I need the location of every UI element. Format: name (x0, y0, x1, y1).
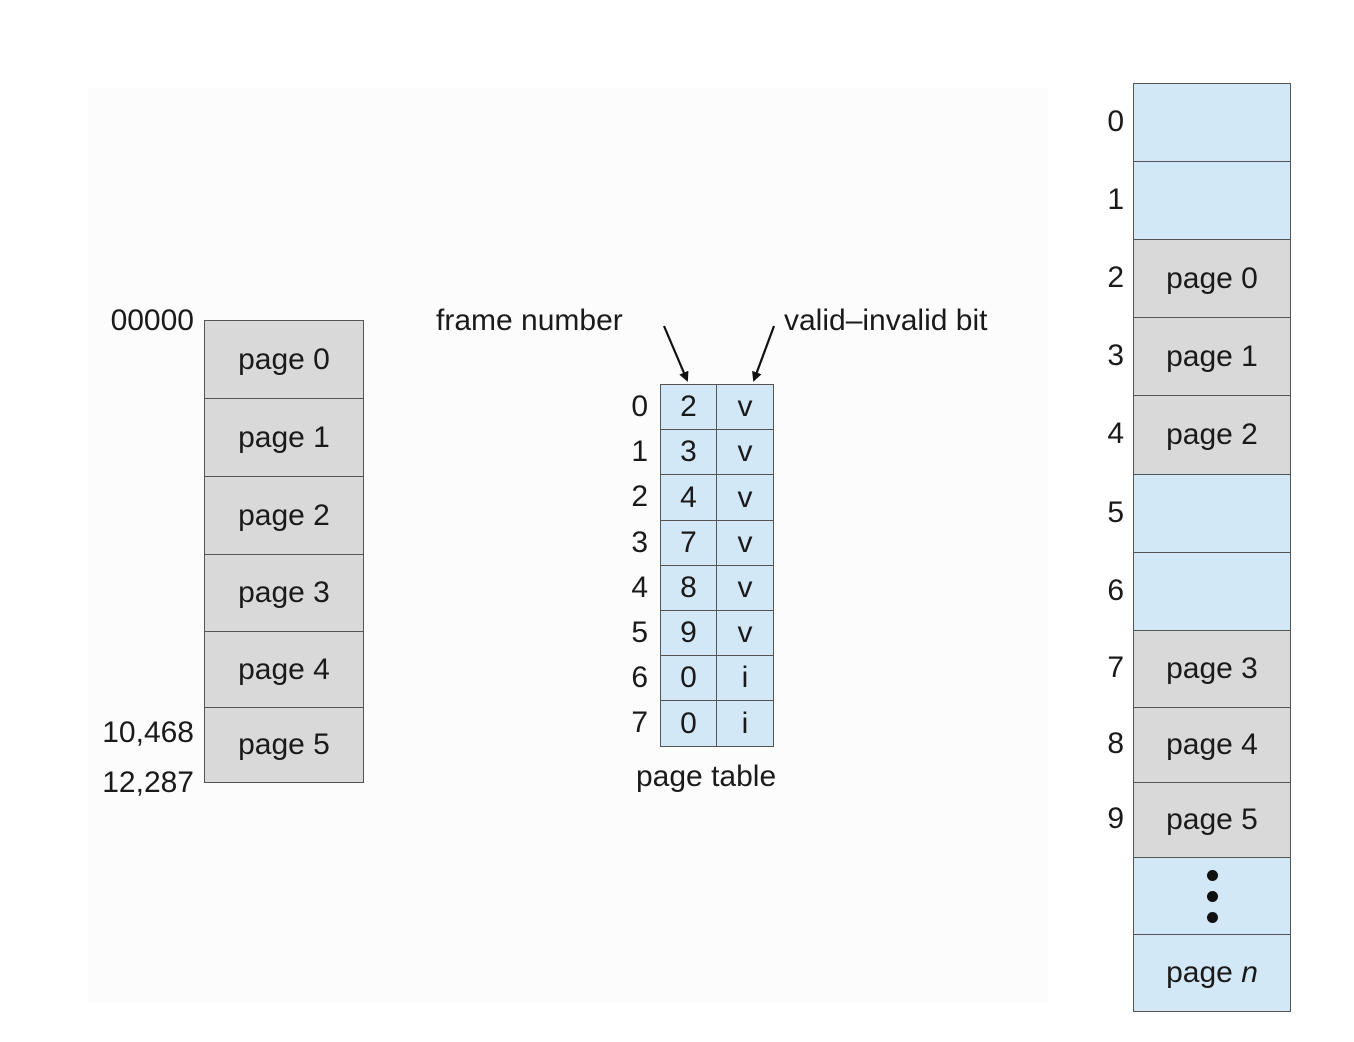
physical-frame-occupied: page 3 (1133, 630, 1291, 708)
physical-frame-label: page 4 (1166, 728, 1258, 761)
page-n-variable: n (1241, 956, 1258, 989)
physical-frame-occupied: page 4 (1133, 707, 1291, 783)
logical-page-label: page 3 (238, 576, 330, 609)
frame-number-cell: 9 (660, 610, 717, 656)
address-start: 00000 (110, 304, 194, 337)
frame-number-value: 8 (680, 571, 697, 604)
frame-number-cell: 0 (660, 700, 717, 747)
logical-page-0: page 0 (204, 320, 364, 399)
physical-frame-page-n: page n (1133, 934, 1291, 1012)
frame-number-value: 0 (680, 661, 697, 694)
page-table-index: 6 (631, 661, 648, 694)
page-table-index: 2 (631, 480, 648, 513)
valid-bit-cell: v (716, 520, 774, 566)
frame-number-value: 0 (680, 706, 697, 740)
address-end: 12,287 (102, 766, 194, 799)
logical-page-label: page 2 (238, 498, 330, 532)
physical-frame-label: page 3 (1166, 652, 1258, 685)
physical-frame-free (1133, 161, 1291, 240)
frame-number-cell: 0 (660, 655, 717, 701)
frame-number-value: 4 (680, 480, 697, 514)
frame-number-cell: 2 (660, 384, 717, 430)
frame-index: 9 (1107, 802, 1124, 835)
frame-index: 0 (1107, 105, 1124, 138)
ellipsis-dot (1206, 890, 1218, 902)
logical-page-label: page 4 (238, 652, 330, 686)
logical-page-1: page 1 (204, 398, 364, 477)
valid-bit-value: v (737, 526, 753, 559)
frame-index: 2 (1107, 261, 1124, 294)
page-table-index: 7 (631, 706, 648, 739)
frame-number-cell: 3 (660, 429, 717, 475)
valid-bit-value: v (737, 435, 753, 468)
physical-frame-occupied: page 0 (1133, 239, 1291, 318)
valid-bit-value: v (737, 390, 753, 423)
page-n-prefix: page (1166, 956, 1242, 989)
frame-number-arrow (662, 325, 689, 382)
frame-index: 6 (1107, 574, 1124, 607)
valid-bit-cell: v (716, 384, 774, 430)
valid-bit-cell: v (716, 429, 774, 475)
valid-bit-arrow (752, 325, 776, 382)
page-table-index: 3 (631, 526, 648, 559)
valid-bit-value: v (737, 571, 753, 604)
frame-index: 7 (1107, 651, 1124, 684)
logical-page-label: page 0 (238, 342, 330, 376)
physical-frame-label: page 5 (1166, 803, 1258, 836)
frame-index: 5 (1107, 496, 1124, 529)
valid-bit-cell: v (716, 610, 774, 656)
page-table-index: 5 (631, 616, 648, 649)
logical-page-5: page 5 (204, 707, 364, 783)
logical-page-4: page 4 (204, 631, 364, 708)
physical-frame-label: page 2 (1166, 418, 1258, 451)
physical-frame-ellipsis (1133, 857, 1291, 935)
valid-bit-cell: v (716, 565, 774, 611)
valid-bit-cell: v (716, 474, 774, 521)
address-mid: 10,468 (102, 716, 194, 749)
valid-bit-value: i (741, 706, 749, 740)
valid-bit-cell: i (716, 700, 774, 747)
page-table-caption: page table (636, 760, 777, 793)
physical-frame-occupied: page 2 (1133, 395, 1291, 475)
frame-number-cell: 4 (660, 474, 717, 521)
ellipsis-dot (1206, 911, 1218, 923)
logical-page-label: page 1 (238, 420, 330, 454)
page-table-index: 4 (631, 571, 648, 604)
frame-number-cell: 8 (660, 565, 717, 611)
frame-number-value: 2 (680, 390, 697, 423)
frame-index: 4 (1107, 417, 1124, 450)
frame-number-value: 7 (680, 526, 697, 559)
logical-page-label: page 5 (238, 728, 330, 761)
valid-bit-cell: i (716, 655, 774, 701)
frame-index: 8 (1107, 727, 1124, 760)
valid-bit-value: i (741, 661, 749, 694)
frame-number-value: 3 (680, 435, 697, 468)
frame-number-label: frame number (436, 304, 623, 337)
frame-number-value: 9 (680, 616, 697, 649)
physical-frame-label: page 0 (1166, 261, 1258, 295)
physical-frame-occupied: page 5 (1133, 782, 1291, 858)
valid-invalid-label: valid–invalid bit (784, 304, 988, 337)
page-table-index: 1 (631, 435, 648, 468)
frame-index: 3 (1107, 339, 1124, 372)
page-table-index: 0 (631, 390, 648, 423)
frame-number-cell: 7 (660, 520, 717, 566)
physical-frame-free (1133, 552, 1291, 631)
physical-frame-free (1133, 83, 1291, 162)
valid-bit-value: v (737, 480, 753, 514)
ellipsis-dot (1206, 869, 1218, 881)
physical-frame-label: page 1 (1166, 339, 1258, 373)
physical-frame-free (1133, 474, 1291, 553)
physical-frame-occupied: page 1 (1133, 317, 1291, 396)
frame-index: 1 (1107, 183, 1124, 216)
valid-bit-value: v (737, 616, 753, 649)
